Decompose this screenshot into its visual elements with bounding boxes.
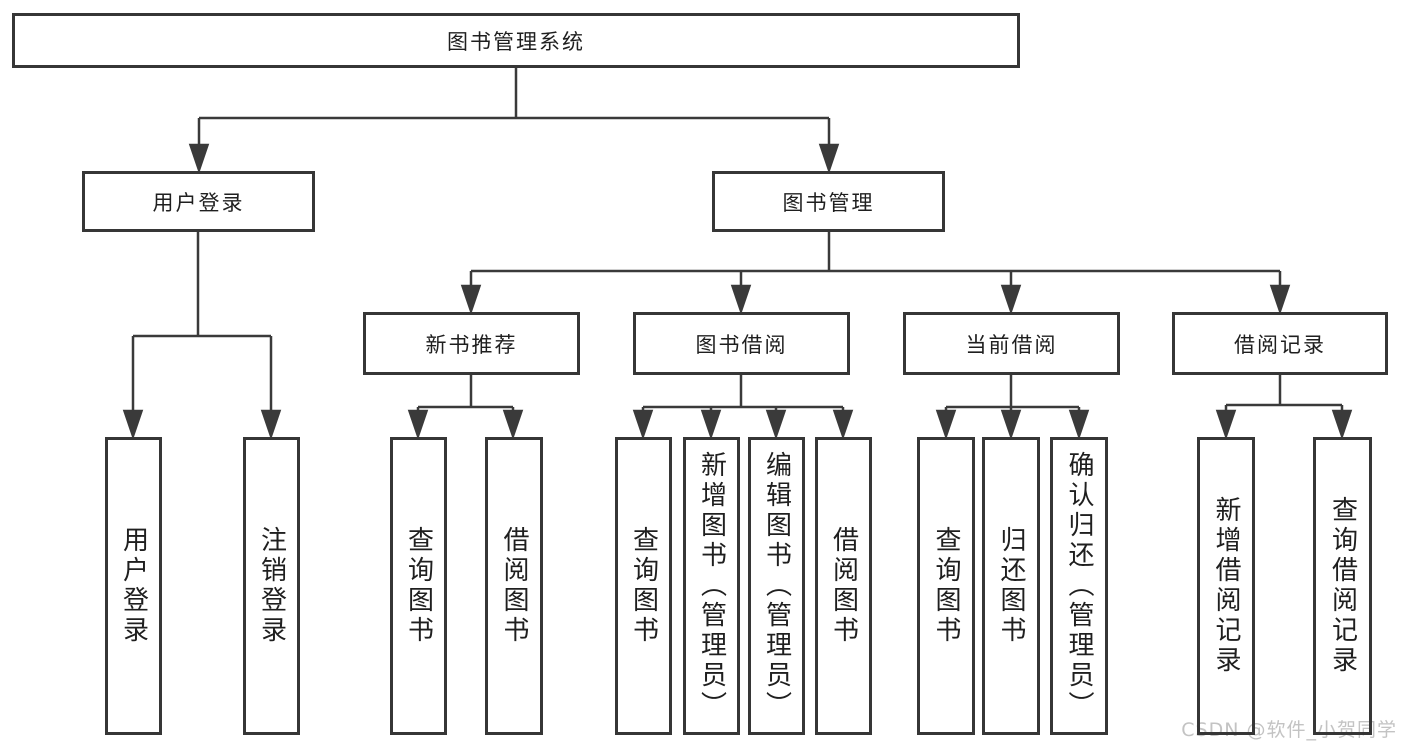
arrowhead-down-icon — [188, 143, 210, 174]
node-label: 注销登录 — [256, 526, 287, 646]
node-book-borrowing: 图书借阅 — [633, 312, 850, 375]
node-user-login: 用户登录 — [82, 171, 315, 232]
node-current-borrowing: 当前借阅 — [903, 312, 1120, 375]
leaf-query-books: 查询图书 — [615, 437, 672, 735]
leaf-logout: 注销登录 — [243, 437, 300, 735]
node-label: 查询图书 — [628, 526, 659, 646]
node-book-management: 图书管理 — [712, 171, 945, 232]
node-label: 借阅记录 — [1234, 332, 1326, 357]
arrowhead-down-icon — [1068, 409, 1090, 440]
node-label: 确认归还（管理员） — [1064, 451, 1094, 721]
node-label: 图书管理系统 — [447, 29, 585, 54]
node-label: 归还图书 — [996, 526, 1026, 646]
arrowhead-down-icon — [260, 409, 282, 440]
leaf-query-borrow-record: 查询借阅记录 — [1313, 437, 1372, 735]
arrowhead-down-icon — [1331, 409, 1353, 440]
leaf-borrow-books: 借阅图书 — [485, 437, 543, 735]
leaf-user-login: 用户登录 — [105, 437, 162, 735]
arrowhead-down-icon — [1215, 409, 1237, 440]
node-label: 查询图书 — [931, 526, 961, 646]
arrowhead-down-icon — [935, 409, 957, 440]
leaf-edit-books-admin: 编辑图书（管理员） — [748, 437, 805, 735]
node-label: 新增借阅记录 — [1211, 496, 1241, 676]
node-new-book-recommendation: 新书推荐 — [363, 312, 580, 375]
arrowhead-down-icon — [1000, 409, 1022, 440]
arrowhead-down-icon — [632, 409, 654, 440]
arrowhead-down-icon — [122, 409, 144, 440]
node-label: 编辑图书（管理员） — [761, 451, 792, 721]
node-label: 用户登录 — [152, 190, 245, 215]
arrowhead-down-icon — [407, 409, 429, 440]
node-label: 新书推荐 — [425, 332, 518, 357]
node-borrowing-records: 借阅记录 — [1172, 312, 1388, 375]
arrowhead-down-icon — [502, 409, 524, 440]
edge-arrows — [122, 118, 1353, 440]
arrowhead-down-icon — [700, 409, 722, 440]
leaf-add-books-admin: 新增图书（管理员） — [683, 437, 740, 735]
node-label: 新增图书（管理员） — [696, 451, 727, 721]
leaf-query-books: 查询图书 — [390, 437, 447, 735]
arrowhead-down-icon — [1000, 284, 1022, 315]
arrowhead-down-icon — [832, 409, 854, 440]
node-library-management-system: 图书管理系统 — [12, 13, 1020, 68]
leaf-add-borrow-record: 新增借阅记录 — [1197, 437, 1255, 735]
arrowhead-down-icon — [765, 409, 787, 440]
arrowhead-down-icon — [730, 284, 752, 315]
leaf-borrow-books: 借阅图书 — [815, 437, 872, 735]
node-label: 查询借阅记录 — [1327, 496, 1358, 676]
node-label: 查询图书 — [403, 526, 434, 646]
arrowhead-down-icon — [818, 143, 840, 174]
node-label: 当前借阅 — [965, 332, 1058, 357]
csdn-watermark: CSDN @软件_小贺同学 — [1181, 719, 1397, 741]
node-label: 借阅图书 — [499, 526, 529, 646]
node-label: 用户登录 — [118, 526, 149, 646]
edge-spines — [133, 68, 1342, 409]
node-label: 图书管理 — [782, 190, 875, 215]
arrowhead-down-icon — [1269, 284, 1291, 315]
node-label: 图书借阅 — [695, 332, 788, 357]
node-label: 借阅图书 — [828, 526, 859, 646]
leaf-query-books: 查询图书 — [917, 437, 975, 735]
leaf-return-books: 归还图书 — [982, 437, 1040, 735]
arrowhead-down-icon — [460, 284, 482, 315]
leaf-confirm-return-admin: 确认归还（管理员） — [1050, 437, 1108, 735]
